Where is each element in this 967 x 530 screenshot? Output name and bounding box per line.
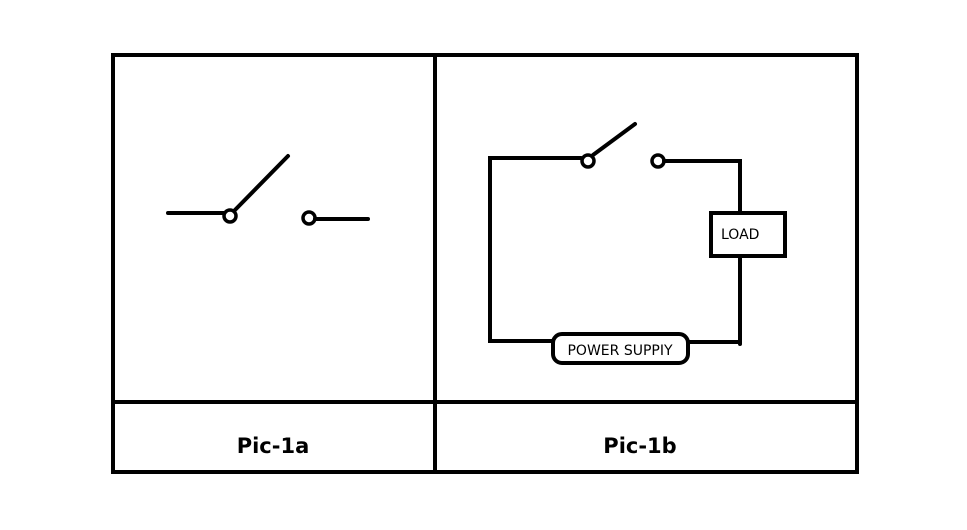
wire-left-top	[488, 156, 583, 343]
outer-border	[111, 53, 859, 474]
caption-pic-1a: Pic-1a	[237, 434, 310, 458]
wire-top-right	[662, 159, 742, 215]
table-frame	[111, 53, 859, 474]
circuit-switch-blade	[591, 122, 637, 157]
circuit-diagram	[488, 122, 787, 365]
circuit-switch-pivot-contact	[580, 153, 596, 169]
switch-blade	[232, 154, 290, 213]
power-supply-box	[551, 332, 690, 365]
power-supply-label: POWER SUPPIY	[567, 343, 672, 359]
load-label: LOAD	[721, 227, 759, 243]
switch-pivot-contact	[222, 208, 238, 224]
open-switch-symbol	[166, 154, 370, 226]
caption-pic-1b: Pic-1b	[603, 434, 676, 458]
switch-fixed-contact	[301, 210, 317, 226]
load-box	[709, 211, 787, 258]
